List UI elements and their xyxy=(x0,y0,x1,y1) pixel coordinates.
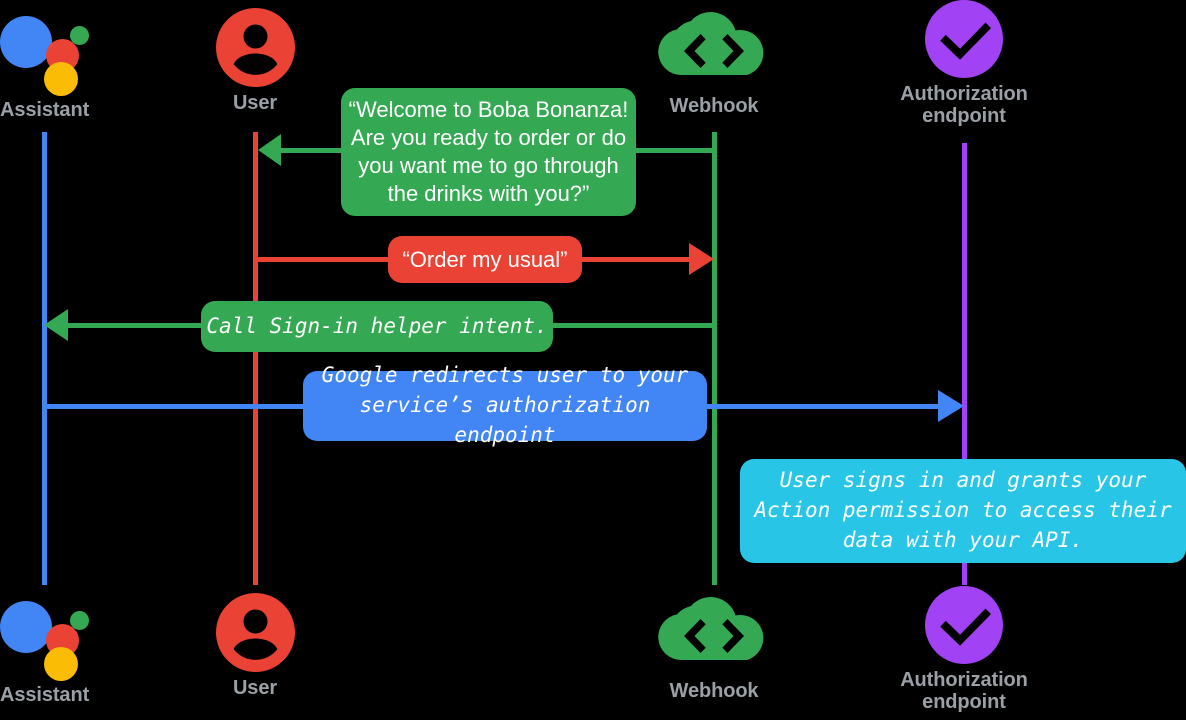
check-circle-icon xyxy=(925,586,1003,664)
message-text-line: Are you ready to order or do xyxy=(350,125,627,151)
message-text-line: the drinks with you?” xyxy=(387,180,590,206)
actor-webhook-top[interactable]: Webhook xyxy=(652,12,776,118)
actor-label-authorization: Authorization endpoint xyxy=(900,669,1028,713)
message-text-line: User signs in and grants your xyxy=(779,468,1147,493)
user-avatar-icon xyxy=(215,8,295,87)
lifeline-authorization xyxy=(962,143,967,585)
cloud-code-icon xyxy=(658,597,770,675)
actor-label-webhook: Webhook xyxy=(669,95,759,117)
check-circle-icon xyxy=(925,0,1003,78)
actor-assistant-bottom[interactable]: Assistant xyxy=(0,593,110,707)
actor-webhook-bottom[interactable]: Webhook xyxy=(652,597,776,703)
message-bubble-signin-helper: Call Sign-in helper intent. xyxy=(201,301,553,352)
actor-authorization-bottom[interactable]: Authorization endpoint xyxy=(890,586,1038,713)
arrowhead-redirect-auth xyxy=(938,390,964,422)
google-assistant-icon xyxy=(0,8,89,96)
message-bubble-welcome: “Welcome to Boba Bonanza! Are you ready … xyxy=(341,88,636,216)
google-assistant-icon xyxy=(0,593,89,681)
message-text-line: data with your API. xyxy=(842,527,1084,552)
actor-label-authorization: Authorization endpoint xyxy=(900,83,1028,127)
arrowhead-welcome xyxy=(258,134,281,166)
actor-label-assistant: Assistant xyxy=(0,684,90,706)
user-avatar-icon xyxy=(215,593,295,672)
lifeline-assistant xyxy=(42,132,47,585)
actor-label-line: endpoint xyxy=(922,104,1006,127)
message-bubble-user-grants: User signs in and grants your Action per… xyxy=(740,459,1186,563)
actor-label-assistant: Assistant xyxy=(0,99,90,121)
actor-user-bottom[interactable]: User xyxy=(196,593,314,700)
message-text-line: Action permission to access their xyxy=(754,498,1172,523)
actor-label-webhook: Webhook xyxy=(669,680,759,702)
actor-label-line: Authorization xyxy=(900,83,1028,105)
cloud-code-icon xyxy=(658,12,770,90)
actor-label-user: User xyxy=(232,677,278,699)
actor-label-line: Authorization xyxy=(900,669,1028,691)
actor-label-user: User xyxy=(232,92,278,114)
message-text-line: “Order my usual” xyxy=(402,246,568,272)
actor-assistant-top[interactable]: Assistant xyxy=(0,8,110,122)
lifeline-user xyxy=(253,132,258,585)
actor-authorization-top[interactable]: Authorization endpoint xyxy=(890,0,1038,127)
message-text-line: “Welcome to Boba Bonanza! xyxy=(348,97,629,123)
actor-user-top[interactable]: User xyxy=(196,8,314,115)
message-text-line: Google redirects user to your xyxy=(321,363,689,388)
arrowhead-signin-helper xyxy=(44,309,68,341)
message-text-line: Call Sign-in helper intent. xyxy=(206,313,548,338)
message-bubble-redirect-auth: Google redirects user to your service’s … xyxy=(303,363,707,447)
message-bubble-order-usual: “Order my usual” xyxy=(388,236,582,283)
actor-label-line: endpoint xyxy=(922,690,1006,713)
arrowhead-order-usual xyxy=(689,243,714,275)
message-text-line: service’s authorization endpoint xyxy=(359,393,651,447)
lifeline-webhook xyxy=(712,132,717,585)
message-text-line: you want me to go through xyxy=(358,153,619,178)
